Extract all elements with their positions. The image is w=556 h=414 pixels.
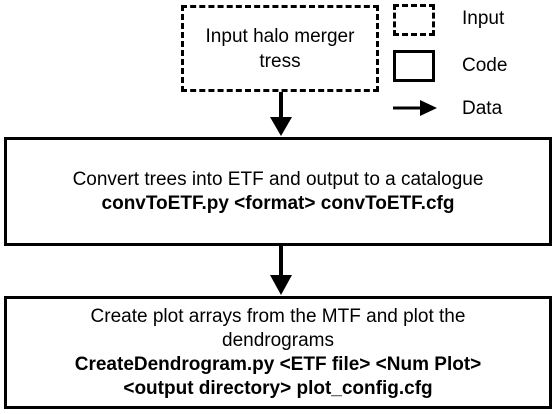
step1-command: convToETF.py <format> convToETF.cfg xyxy=(101,192,455,214)
input-node-line1: Input halo merger xyxy=(205,25,355,47)
legend-data-label: Data xyxy=(462,98,503,119)
legend-code-swatch xyxy=(393,50,435,82)
input-node: Input halo merger tress xyxy=(181,5,379,92)
input-node-line2: tress xyxy=(259,50,301,72)
step2-command-line1: CreateDendrogram.py <ETF file> <Num Plot… xyxy=(74,353,482,375)
step1-box: Convert trees into ETF and output to a c… xyxy=(4,137,552,246)
step2-description-line1: Create plot arrays from the MTF and plot… xyxy=(90,305,466,327)
arrow-input-to-step1 xyxy=(270,92,292,136)
legend-input-label: Input xyxy=(462,8,505,29)
step2-command-line2: <output directory> plot_config.cfg xyxy=(123,377,433,399)
legend-input-swatch xyxy=(393,4,435,36)
step2-box: Create plot arrays from the MTF and plot… xyxy=(4,296,552,409)
step2-description-line2: dendrograms xyxy=(222,329,334,351)
legend-code-label: Code xyxy=(462,55,508,76)
legend-data-arrow xyxy=(393,100,437,116)
arrow-step1-to-step2 xyxy=(270,246,292,295)
step1-description: Convert trees into ETF and output to a c… xyxy=(72,168,484,190)
